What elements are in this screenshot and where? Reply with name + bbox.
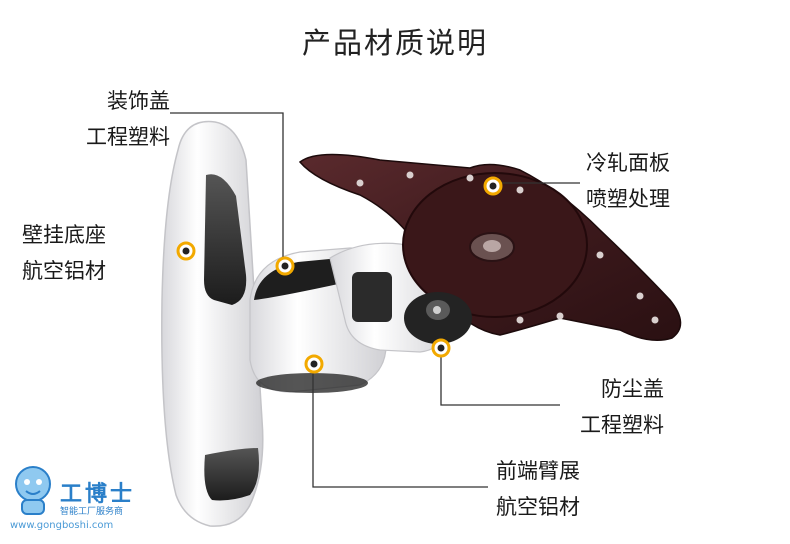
callout-cover-top-line2: 工程塑料 bbox=[86, 125, 170, 149]
callout-cover-top: 装饰盖 工程塑料 bbox=[60, 86, 170, 152]
callout-cover-top-line1: 装饰盖 bbox=[107, 89, 170, 113]
callout-front-arm-line1: 前端臂展 bbox=[496, 459, 580, 483]
base-upper-pad bbox=[204, 174, 247, 305]
mascot-logo-icon bbox=[15, 466, 51, 515]
callout-dust-cover-line2: 工程塑料 bbox=[580, 413, 664, 437]
callout-dust-cover-line1: 防尘盖 bbox=[601, 377, 664, 401]
watermark-tagline: 智能工厂服务商 bbox=[60, 507, 124, 517]
leader-lines bbox=[170, 112, 580, 488]
callout-front-arm: 前端臂展 航空铝材 bbox=[496, 456, 580, 522]
callout-wall-base-line1: 壁挂底座 bbox=[22, 223, 106, 247]
watermark-brand-name: 工博士 bbox=[60, 482, 136, 507]
callout-plate-line1: 冷轧面板 bbox=[586, 151, 670, 175]
callout-wall-base: 壁挂底座 航空铝材 bbox=[22, 220, 106, 286]
base-lower-pad bbox=[204, 448, 259, 501]
callout-front-arm-line2: 航空铝材 bbox=[496, 495, 580, 519]
callout-plate-line2: 喷塑处理 bbox=[586, 187, 670, 211]
callout-dust-cover: 防尘盖 工程塑料 bbox=[560, 374, 664, 440]
watermark-url: www.gongboshi.com bbox=[10, 520, 114, 531]
brand-watermark: 工博士 智能工厂服务商 www.gongboshi.com bbox=[8, 462, 158, 534]
callout-wall-base-line2: 航空铝材 bbox=[22, 259, 106, 283]
callout-plate: 冷轧面板 喷塑处理 bbox=[586, 148, 670, 214]
dust-cover-pivot bbox=[404, 292, 472, 344]
cold-rolled-plate bbox=[298, 153, 682, 341]
wall-base bbox=[161, 120, 264, 527]
page-title: 产品材质说明 bbox=[301, 26, 488, 60]
